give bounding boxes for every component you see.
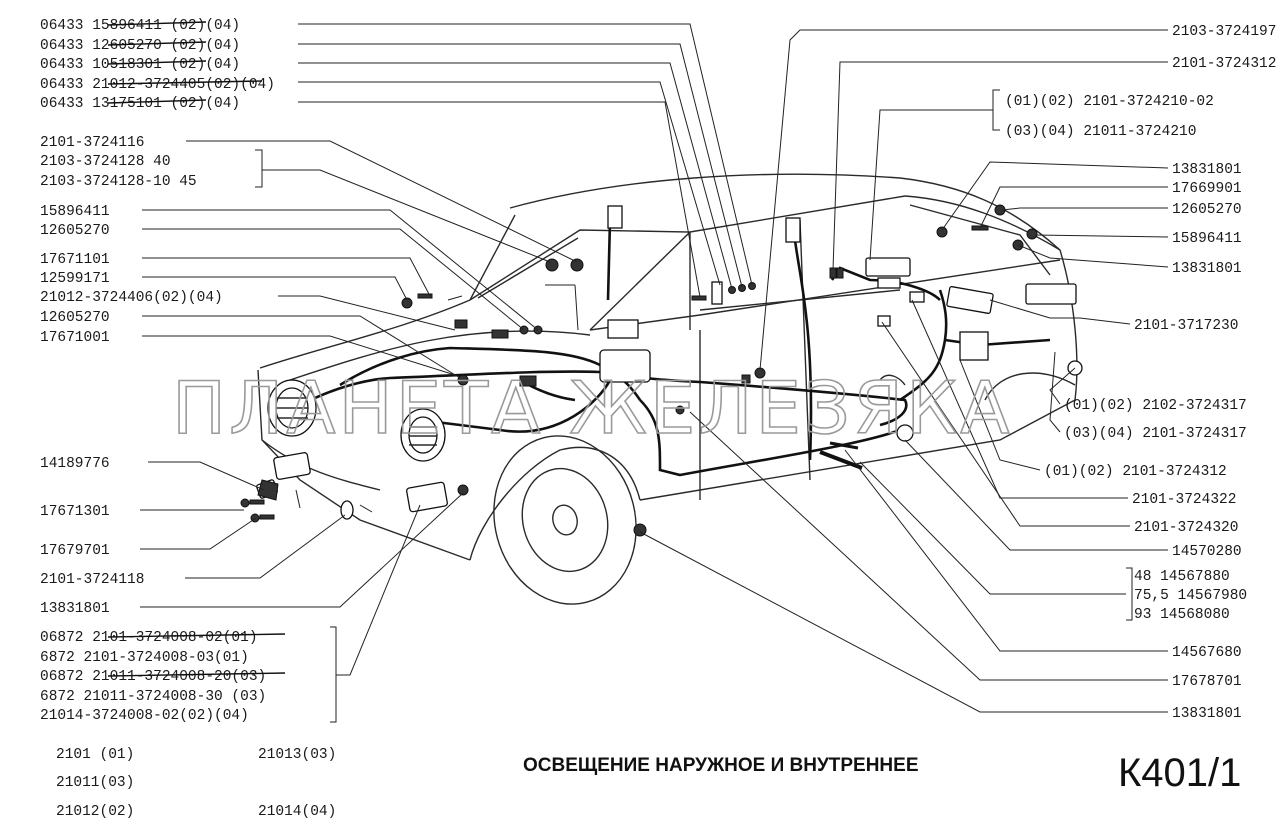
part-label: (01)(02) 2101-3724210-02 — [1005, 94, 1214, 110]
part-label: 93 14568080 — [1134, 607, 1230, 623]
model-label: 21011(03) — [56, 775, 134, 791]
part-label: 13831801 — [40, 601, 110, 617]
part-label: 2101-3724116 — [40, 135, 144, 151]
part-label: 06872 21011-3724008-20(03) — [40, 669, 266, 685]
part-label: 06872 2101-3724008-02(01) — [40, 630, 258, 646]
part-label: 13831801 — [1172, 162, 1242, 178]
side-marker-icon — [340, 500, 354, 520]
part-label: 2101-3724118 — [40, 572, 144, 588]
grommet-icon — [896, 424, 914, 442]
part-label: 06433 13175101 (02)(04) — [40, 96, 240, 112]
model-label: 21013(03) — [258, 747, 336, 763]
model-label: 21014(04) — [258, 804, 336, 820]
rear-lamp-icon — [946, 285, 994, 315]
ceiling-lamp-icon — [711, 281, 723, 305]
headlamp-left-icon — [267, 379, 317, 437]
part-label: 14570280 — [1172, 544, 1242, 560]
part-label: 2103-3724197 — [1172, 24, 1276, 40]
fuse-block-icon — [607, 319, 639, 339]
rear-lamp-icon — [877, 277, 901, 289]
license-lamp-icon — [959, 331, 989, 361]
part-label: 15896411 — [40, 204, 110, 220]
screw-icon — [691, 295, 707, 301]
door-switch-icon — [785, 217, 801, 243]
part-label: 17678701 — [1172, 674, 1242, 690]
part-label: 21014-3724008-02(02)(04) — [40, 708, 249, 724]
part-label: 2101-3717230 — [1134, 318, 1238, 334]
rear-lamp-icon — [1025, 283, 1077, 305]
part-label: 06433 21012-3724405(02)(04) — [40, 77, 275, 93]
part-label: 75,5 14567980 — [1134, 588, 1247, 604]
part-label: 2101-3724322 — [1132, 492, 1236, 508]
lamp-icon — [909, 291, 925, 303]
part-label: 06433 10518301 (02)(04) — [40, 57, 240, 73]
part-label: 14567680 — [1172, 645, 1242, 661]
bulb-icon — [457, 374, 469, 386]
watermark: ПЛАНЕТА ЖЕЛЕЗЯКА — [172, 366, 1013, 450]
leader-lines — [140, 23, 1169, 723]
right-labels: 2103-3724197 2101-3724312 (01)(02) 2101-… — [1005, 24, 1276, 722]
bulb-icon — [457, 484, 469, 496]
part-label: 17669901 — [1172, 181, 1242, 197]
part-label: 17671001 — [40, 330, 110, 346]
part-label: 12599171 — [40, 271, 110, 287]
part-label: (03)(04) 2101-3724317 — [1064, 426, 1247, 442]
model-label: 2101 (01) — [56, 747, 134, 763]
pillar-switch-icon — [607, 205, 623, 229]
part-label: 6872 2101-3724008-03(01) — [40, 650, 249, 666]
screw-icon — [417, 293, 433, 299]
part-label: (01)(02) 2101-3724312 — [1044, 464, 1227, 480]
part-label: (01)(02) 2102-3724317 — [1064, 398, 1247, 414]
part-label: 17671301 — [40, 504, 110, 520]
switch-icon — [599, 349, 651, 383]
diagram-title: ОСВЕЩЕНИЕ НАРУЖНОЕ И ВНУТРЕННЕЕ — [523, 755, 919, 776]
lamp-icon — [877, 315, 891, 327]
part-label: 14189776 — [40, 456, 110, 472]
part-label: 2103-3724128 40 — [40, 154, 171, 170]
part-label: 2101-3724312 — [1172, 56, 1276, 72]
front-turn-signal-right-icon — [406, 481, 448, 513]
part-label: 13831801 — [1172, 706, 1242, 722]
bulb-icon — [570, 258, 584, 272]
part-label: 06433 15896411 (02)(04) — [40, 18, 240, 34]
bulb-icon — [633, 523, 647, 537]
part-label: 17671101 — [40, 252, 110, 268]
part-label: 12605270 — [40, 223, 110, 239]
part-label: 12605270 — [40, 310, 110, 326]
part-label: 06433 12605270 (02)(04) — [40, 38, 240, 54]
connector-icon — [519, 375, 537, 387]
rear-lamp-icon — [865, 257, 911, 277]
part-label: (03)(04) 21011-3724210 — [1005, 124, 1196, 140]
part-label: 13831801 — [1172, 261, 1242, 277]
part-label: 2101-3724320 — [1134, 520, 1238, 536]
front-turn-signal-left-icon — [273, 452, 311, 480]
car-body-outline — [257, 173, 1078, 605]
part-label: 15896411 — [1172, 231, 1242, 247]
sheet-code: К401/1 — [1118, 751, 1241, 795]
left-labels: 06433 15896411 (02)(04) 06433 12605270 (… — [40, 18, 286, 724]
model-label: 21012(02) — [56, 804, 134, 820]
part-label: 6872 21011-3724008-30 (03) — [40, 689, 266, 705]
part-label: 12605270 — [1172, 202, 1242, 218]
headlamp-right-icon — [400, 408, 446, 462]
part-label: 17679701 — [40, 543, 110, 559]
bulb-icon — [401, 297, 413, 309]
part-label: 2103-3724128-10 45 — [40, 174, 197, 190]
model-legend: 2101 (01) 21013(03) 21011(03) 21012(02) … — [56, 747, 336, 820]
part-label: 21012-3724406(02)(04) — [40, 290, 223, 306]
part-label: 48 14567880 — [1134, 569, 1230, 585]
